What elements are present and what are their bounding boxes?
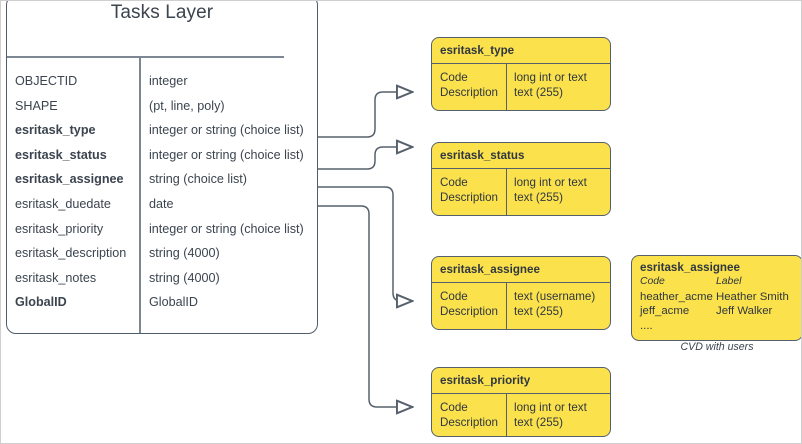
domain-field-name: Code [440,401,468,414]
domain-box-esritask-assignee[interactable]: esritask_assignee Code Description text … [431,256,611,330]
domain-box-esritask-priority[interactable]: esritask_priority Code Description long … [431,367,611,437]
table-row[interactable]: esritask_description string (4000) [7,244,317,269]
cvd-code: heather_acme [640,290,713,303]
table-row[interactable]: esritask_type integer or string (choice l… [7,121,317,146]
domain-column-divider [506,169,508,215]
field-name: esritask_priority [15,221,104,236]
field-name: esritask_type [15,123,96,138]
domain-title: esritask_assignee [440,263,540,276]
cvd-header-row: Code Label [640,276,798,291]
field-name: esritask_notes [15,270,97,285]
domain-column-divider [506,394,508,436]
domain-field-type: text (255) [514,416,563,429]
domain-field-name: Description [440,191,498,204]
connector-type [318,92,413,138]
field-name: esritask_duedate [15,196,111,211]
domain-header: esritask_status [432,143,610,169]
domain-box-esritask-type[interactable]: esritask_type Code Description long int … [431,37,611,111]
domain-field-names: Code Description [440,400,498,430]
domain-title: esritask_type [440,44,515,57]
domain-field-type: long int or text [514,71,587,84]
domain-field-names: Code Description [440,70,498,100]
field-name: OBJECTID [15,74,78,88]
domain-title: esritask_status [440,149,525,162]
cvd-header-label: Label [716,276,742,287]
domain-field-name: Description [440,416,498,429]
field-name: SHAPE [15,98,58,113]
domain-header: esritask_assignee [432,257,610,283]
domain-field-types: long int or text text (255) [514,400,587,430]
cvd-code: jeff_acme [640,305,690,317]
cvd-code: .... [640,319,653,332]
column-divider [139,58,141,333]
domain-field-name: Description [440,86,498,99]
field-type: string (choice list) [149,172,247,187]
field-type: (pt, line, poly) [149,98,225,113]
connector-assignee [318,186,413,301]
domain-column-divider [506,64,508,110]
domain-field-name: Code [440,176,468,189]
table-row[interactable]: OBJECTID integer [7,72,317,97]
list-item: jeff_acme Jeff Walker [640,305,798,320]
table-row[interactable]: esritask_notes string (4000) [7,269,317,294]
domain-field-type: text (255) [514,305,563,318]
table-row[interactable]: esritask_priority integer or string (choi… [7,220,317,245]
list-item: .... [640,320,798,335]
domain-field-names: Code Description [440,289,498,319]
domain-field-types: long int or text text (255) [514,175,587,205]
field-type: GlobalID [149,295,198,310]
field-type: string (4000) [149,270,220,285]
domain-column-divider [506,283,508,329]
domain-field-types: text (username) text (255) [514,289,595,319]
domain-field-type: text (255) [514,86,563,99]
domain-field-type: text (username) [514,290,596,303]
domain-header: esritask_priority [432,368,610,394]
table-row[interactable]: esritask_status integer or string (choice… [7,146,317,171]
connector-status [318,147,413,170]
domain-field-names: Code Description [440,175,498,205]
domain-header: esritask_type [432,38,610,64]
cvd-header-code: Code [640,276,665,287]
field-type: string (4000) [149,246,220,261]
table-row[interactable]: esritask_duedate date [7,195,317,220]
title-divider [7,56,284,58]
domain-box-esritask-status[interactable]: esritask_status Code Description long in… [431,142,611,216]
domain-field-type: long int or text [514,401,587,414]
field-name: esritask_assignee [15,172,124,187]
cvd-label: Jeff Walker [716,305,773,317]
table-row[interactable]: esritask_assignee string (choice list) [7,170,317,195]
domain-field-name: Code [440,71,468,84]
field-type: integer [149,74,188,88]
table-row[interactable]: SHAPE (pt, line, poly) [7,97,317,122]
field-type: integer or string (choice list) [149,221,304,236]
connector-priority [318,205,413,407]
domain-field-type: long int or text [514,176,587,189]
page-title: Tasks Layer [110,2,214,23]
domain-field-type: text (255) [514,191,563,204]
field-type: integer or string (choice list) [149,147,304,162]
field-name: GlobalID [15,295,67,310]
cvd-title: esritask_assignee [640,261,740,274]
field-name: esritask_description [15,246,127,261]
domain-field-name: Description [440,305,498,318]
field-type: integer or string (choice list) [149,123,304,138]
cvd-label: Heather Smith [716,290,789,303]
cvd-caption: CVD with users [680,341,754,353]
domain-field-types: long int or text text (255) [514,70,587,100]
field-name: esritask_status [15,147,107,162]
domain-field-name: Code [440,290,468,303]
table-row[interactable]: GlobalID GlobalID [7,293,317,318]
domain-title: esritask_priority [440,374,531,387]
field-type: date [149,196,174,211]
